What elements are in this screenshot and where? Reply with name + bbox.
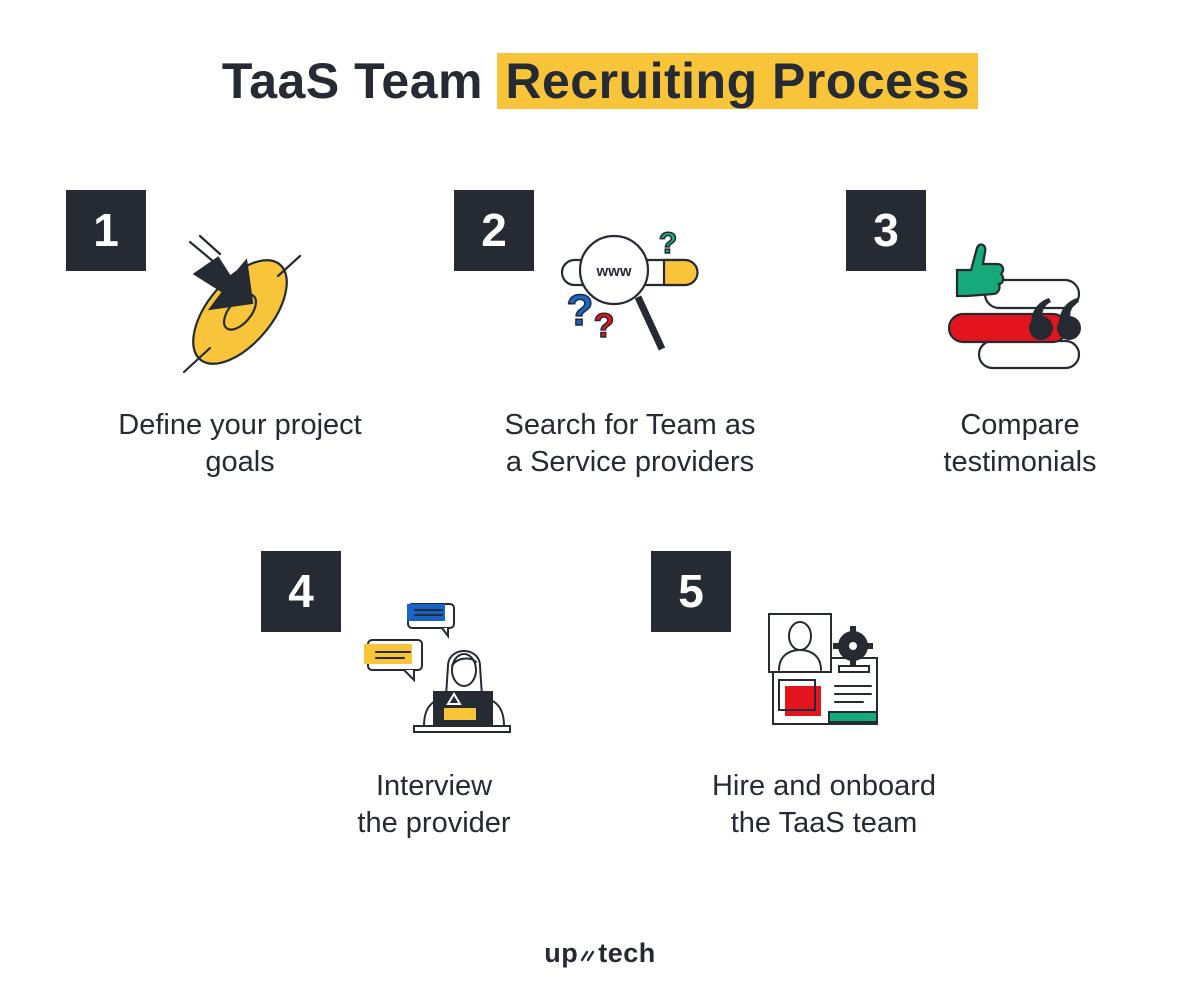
step-1-badge: 1	[66, 190, 146, 271]
testimonials-icon	[947, 243, 1081, 370]
step-5-badge: 5	[651, 551, 731, 632]
step-2-badge: 2	[454, 190, 534, 271]
title-highlight: Recruiting Process	[497, 53, 979, 109]
step-1-label: Define your project goals	[118, 409, 362, 478]
step-5-label: Hire and onboard the TaaS team	[711, 770, 937, 839]
www-text: www	[595, 263, 631, 280]
logo-mark-icon	[581, 950, 595, 962]
step-3-badge: 3	[846, 190, 926, 271]
svg-text:?: ?	[659, 227, 677, 260]
svg-text:?: ?	[567, 286, 594, 335]
svg-text:?: ?	[594, 307, 615, 345]
hire-onboard-icon	[768, 613, 878, 725]
title-part-1: TaaS Team	[221, 53, 483, 109]
step-4-label: Interview the provider	[357, 770, 511, 839]
step-2-label: Search for Team as a Service providers	[504, 409, 756, 478]
target-arrow-icon	[182, 234, 302, 374]
page-title: TaaS Team Recruiting Process	[0, 50, 1200, 112]
web-search-icon: www ? ? ?	[560, 226, 699, 351]
interview-icon	[364, 603, 511, 733]
step-3-label: Compare testimonials	[943, 409, 1097, 478]
step-4-badge: 4	[261, 551, 341, 632]
